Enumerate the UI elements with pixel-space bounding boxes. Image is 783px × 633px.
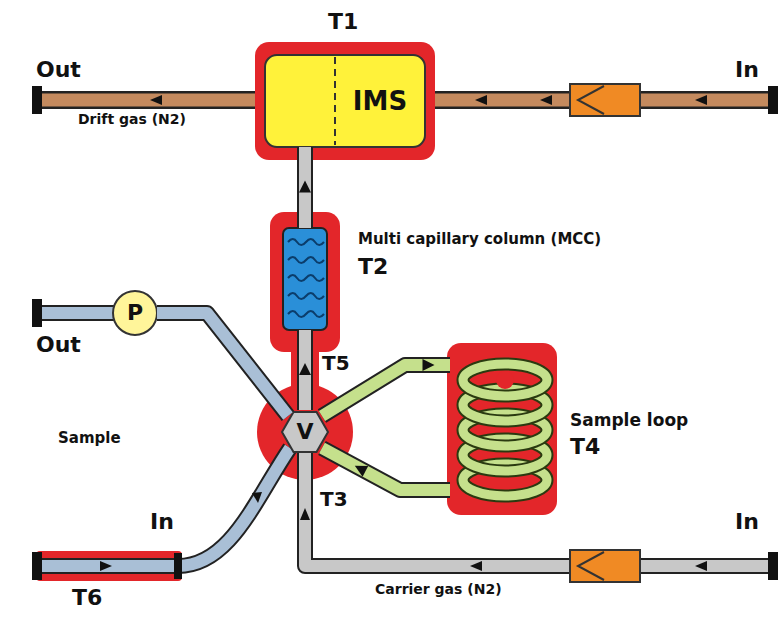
flow-arrow — [470, 561, 482, 571]
pump-outlet-tube — [42, 307, 115, 319]
pressure-controller — [570, 84, 640, 116]
arrow-head — [299, 363, 311, 375]
sample-inlet-tube — [42, 448, 290, 566]
part-label: T2 — [358, 255, 388, 279]
capillary-column — [288, 275, 324, 281]
tube-outline — [322, 448, 450, 490]
pump-outlet-tube — [42, 305, 115, 321]
arrow-head — [352, 460, 368, 476]
flow-arrow — [150, 95, 162, 105]
gas-tube — [322, 448, 450, 490]
arrow-head — [299, 181, 311, 193]
heater — [447, 343, 557, 515]
sample-inlet-tube — [174, 553, 182, 579]
part-label: In — [150, 510, 174, 534]
part-label: Sample loop — [570, 411, 688, 430]
coil — [463, 364, 547, 396]
coil — [463, 364, 547, 496]
capillary-column — [288, 257, 324, 263]
carrier-gas-tube — [768, 552, 778, 580]
pressure-controller — [570, 550, 640, 582]
valve-symbol — [282, 412, 328, 452]
sample-inlet-tube — [252, 492, 262, 503]
pump-outlet-tube — [32, 299, 115, 327]
valve-symbol — [282, 412, 328, 452]
heater — [255, 42, 435, 160]
part-label: T6 — [72, 586, 102, 610]
tube-outline — [297, 330, 313, 410]
part-label: In — [735, 510, 759, 534]
coil — [463, 364, 547, 396]
pump-symbol — [113, 291, 157, 335]
sample-inlet-tube — [32, 448, 290, 580]
sample-inlet-tube — [42, 448, 290, 566]
capillary-column: Multi capillary column (MCC)T2 — [283, 228, 327, 330]
part-label: T1 — [328, 10, 358, 34]
drift-gas-tube — [768, 86, 778, 114]
heater — [447, 343, 557, 515]
valve-symbol: V — [283, 410, 327, 454]
tube-outline — [297, 147, 313, 228]
tube-outline — [157, 313, 288, 416]
part-label: Drift gas (N2) — [78, 112, 186, 127]
gas-tube — [299, 330, 311, 410]
capillary-column — [288, 311, 324, 317]
pressure-controller — [570, 84, 640, 116]
node-label: IMS — [353, 87, 407, 116]
ims-cell — [265, 55, 425, 147]
part-label: T4 — [570, 435, 600, 459]
arrow-head — [423, 359, 435, 371]
part-label: Sample — [58, 430, 121, 447]
heater — [255, 42, 435, 160]
sample-loop: Sample loopT4 — [450, 345, 555, 515]
flow-arrow — [475, 95, 487, 105]
pump-outlet-tube — [32, 299, 42, 327]
ims-cell — [265, 55, 425, 147]
part-label: Multi capillary column (MCC) — [358, 231, 601, 248]
tube-fill — [299, 330, 311, 410]
part-label: Carrier gas (N2) — [375, 582, 502, 597]
pressure-controller — [570, 550, 640, 582]
part-label: In — [735, 58, 759, 82]
flow-arrow — [300, 508, 707, 571]
ims-cell: IMS — [265, 55, 425, 147]
pressure-controller — [578, 552, 604, 580]
sample-inlet-tube — [100, 561, 112, 571]
flow-arrow — [695, 95, 707, 105]
sample-inlet-tube — [32, 552, 42, 580]
node-label: P — [127, 301, 143, 325]
node-label: V — [296, 420, 313, 444]
pressure-controller — [578, 86, 604, 114]
drift-gas-tube — [32, 86, 42, 114]
flow-arrow — [300, 508, 310, 520]
part-label: T3 — [320, 488, 348, 510]
capillary-column — [283, 228, 327, 330]
ims-cell — [334, 57, 336, 145]
coil — [496, 371, 514, 389]
tube-fill — [299, 147, 311, 228]
tube-fill — [322, 448, 450, 490]
gas-tube — [157, 313, 288, 416]
part-label: T5 — [322, 352, 350, 374]
capillary-column — [283, 228, 327, 330]
pump-symbol: P — [113, 291, 157, 335]
tube-fill — [157, 313, 288, 416]
capillary-column — [288, 293, 324, 299]
flow-arrow — [695, 561, 707, 571]
capillary-column — [288, 239, 324, 245]
part-label: Out — [36, 333, 81, 357]
pump-symbol — [113, 291, 157, 335]
flow-arrow — [540, 95, 552, 105]
part-label: Out — [36, 58, 81, 82]
gas-tube — [299, 147, 311, 228]
